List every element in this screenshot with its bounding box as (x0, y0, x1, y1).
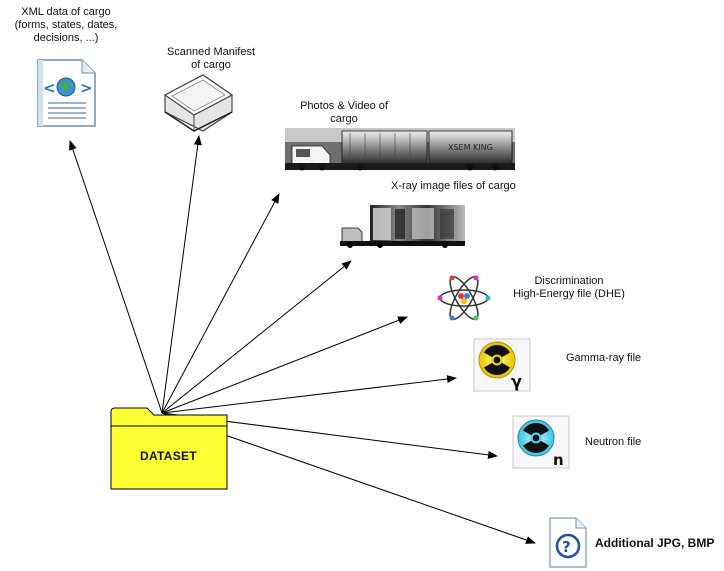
xml-document-icon: < > (37, 59, 96, 127)
manifest-label-line: of cargo (191, 59, 231, 71)
jpg-label-line: Additional JPG, BMP (595, 536, 715, 550)
dhe-label-line: High-Energy file (DHE) (513, 288, 625, 300)
folder-icon (110, 407, 228, 490)
arrow-to-dhe (161, 316, 408, 414)
xray-image-icon (340, 205, 465, 248)
svg-text:>: > (80, 79, 93, 97)
arrow-to-photos (161, 193, 280, 414)
help-file-icon: ? (549, 517, 587, 568)
manifest-label: Scanned Manifest of cargo (158, 46, 264, 72)
radiation-neutron-icon: n (512, 415, 570, 469)
arrow-to-xray (161, 260, 352, 414)
scanner-icon (163, 74, 234, 132)
dataset-label: DATASET (140, 449, 197, 463)
photos-label: Photos & Video of cargo (290, 100, 398, 126)
xml-label-line: decisions, ...) (33, 32, 99, 44)
xml-label: XML data of cargo (forms, states, dates,… (2, 6, 130, 45)
xray-label: X-ray image files of cargo (391, 180, 516, 193)
manifest-label-line: Scanned Manifest (166, 46, 256, 58)
xray-label-line: X-ray image files of cargo (391, 180, 516, 192)
arrow-to-manifest (161, 135, 202, 414)
svg-text:n: n (553, 451, 564, 469)
arrow-to-gamma (161, 375, 457, 414)
svg-text:?: ? (562, 538, 571, 556)
jpg-label: Additional JPG, BMP (595, 537, 714, 550)
xml-label-line: (forms, states, dates, (14, 19, 118, 31)
photos-label-line: cargo (330, 113, 358, 125)
dhe-label-line: Discrimination (534, 275, 604, 287)
neutron-label: Neutron file (585, 436, 641, 449)
gamma-label-line: Gamma-ray file (566, 352, 642, 364)
arrow-to-xml (69, 140, 163, 414)
radiation-gamma-icon: γ (473, 338, 531, 392)
neutron-label-line: Neutron file (585, 436, 642, 448)
svg-text:<: < (43, 79, 56, 97)
xml-label-line: XML data of cargo (21, 6, 111, 18)
gamma-label: Gamma-ray file (566, 352, 641, 365)
svg-text:γ: γ (511, 372, 522, 391)
truck-photo-icon: XSEM KING (285, 128, 515, 171)
atom-icon (437, 275, 491, 321)
dhe-label: Discrimination High-Energy file (DHE) (508, 275, 630, 301)
container-lettering: XSEM KING (448, 143, 493, 152)
photos-label-line: Photos & Video of (300, 100, 388, 112)
